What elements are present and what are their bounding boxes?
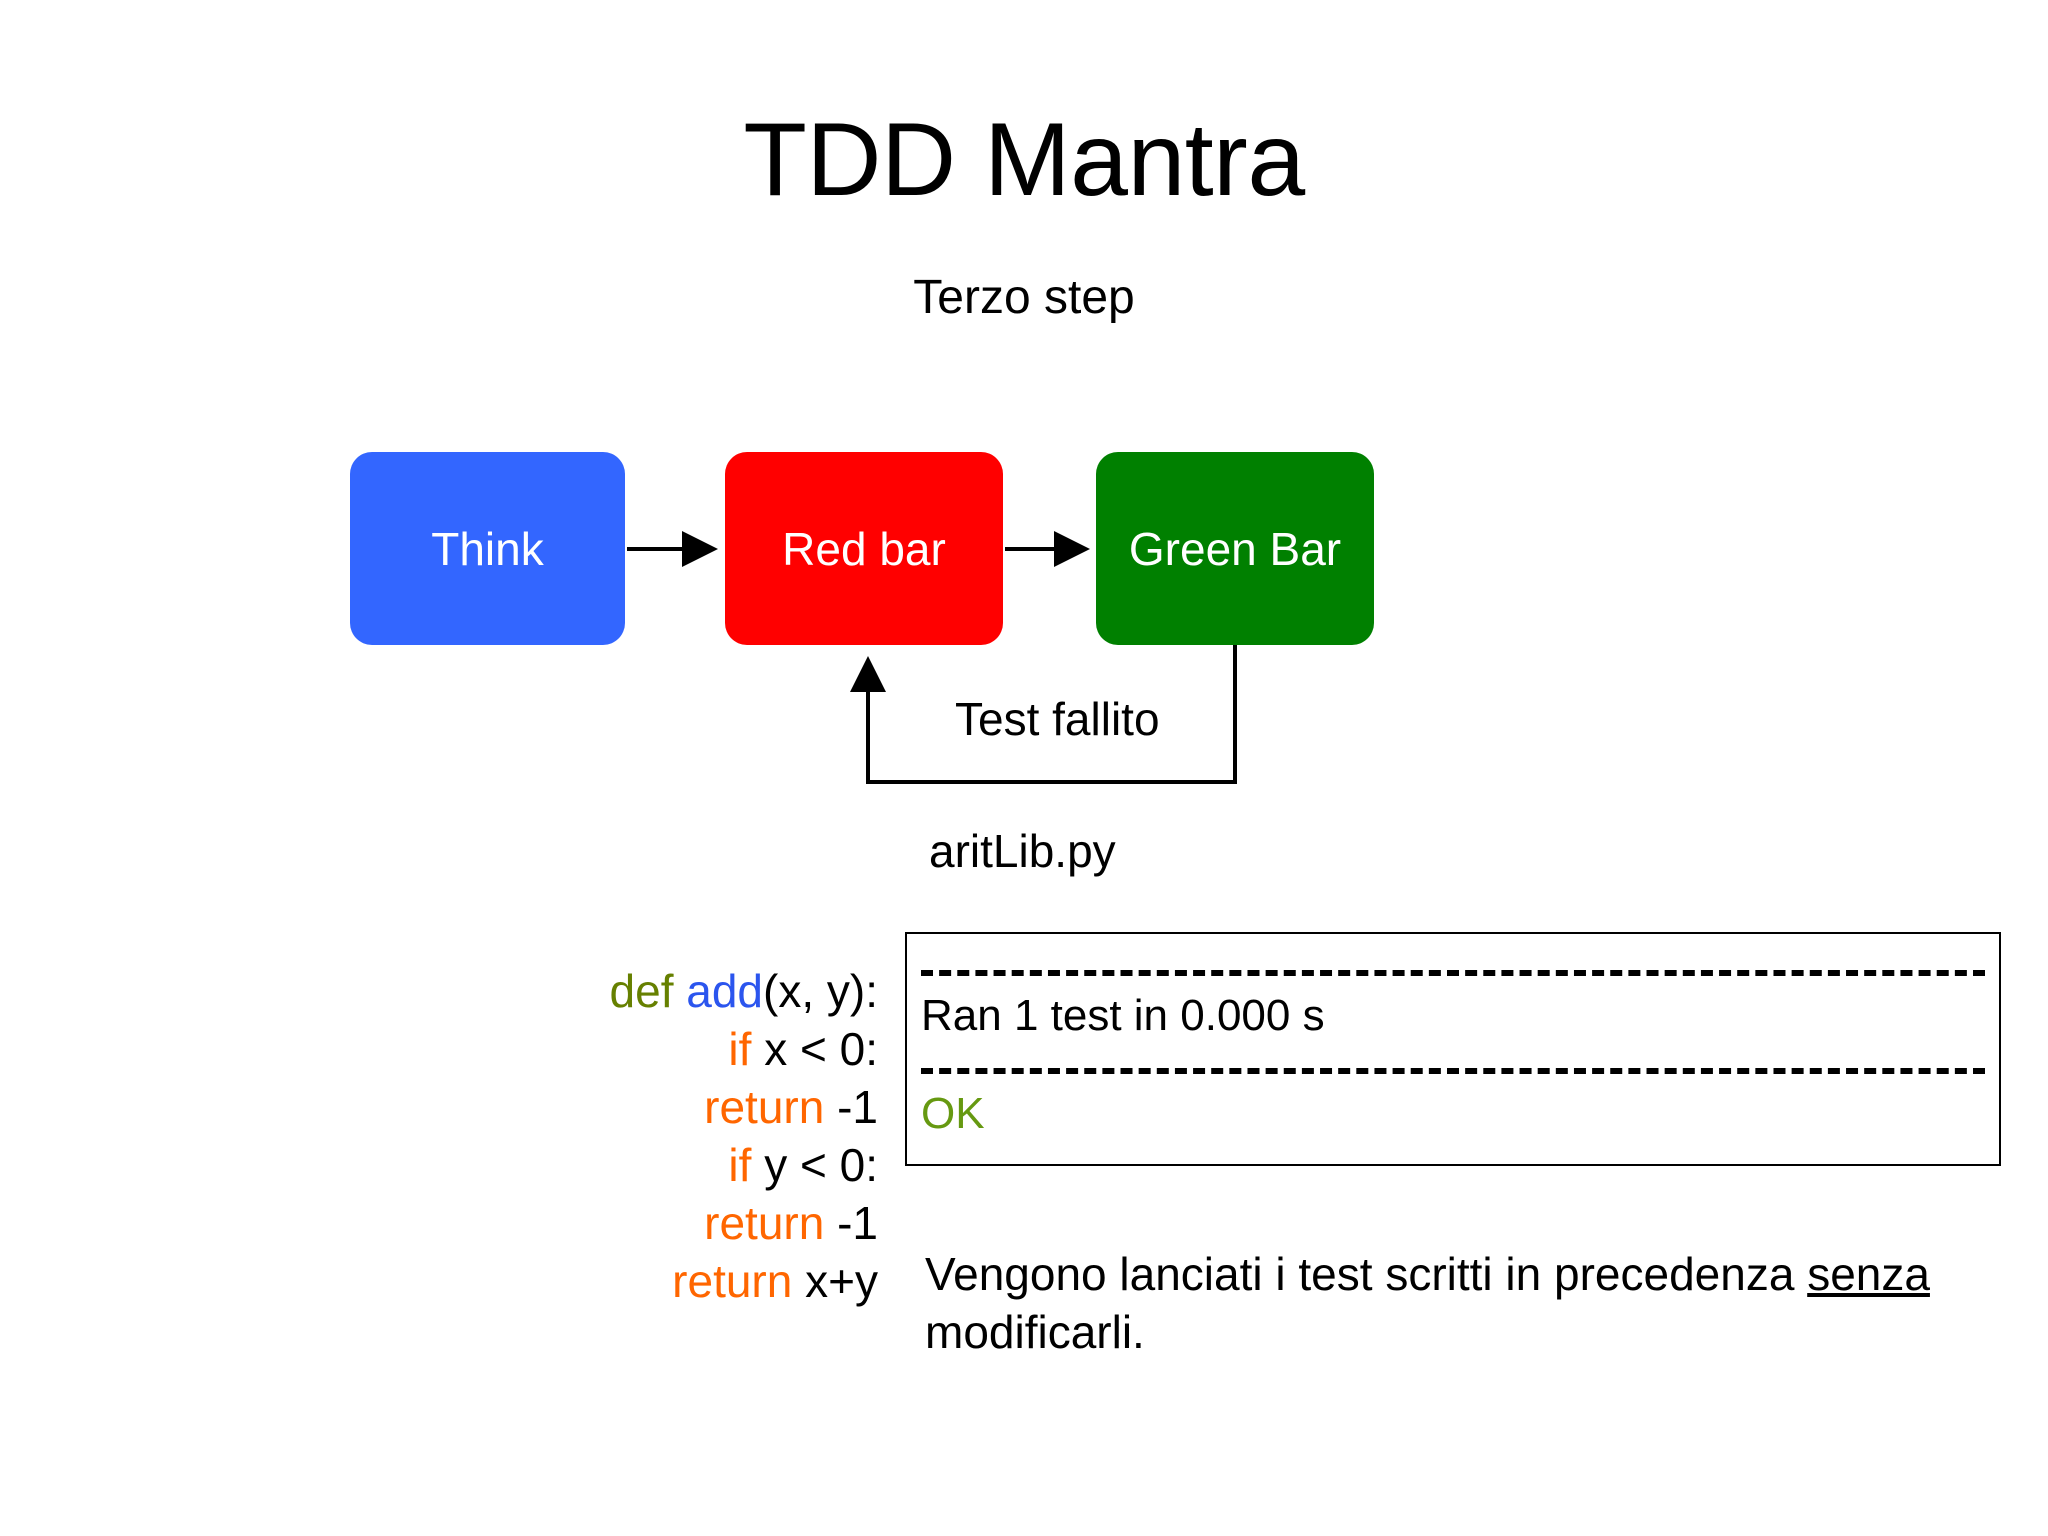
flow-node-green-bar[interactable]: Green Bar (1096, 452, 1374, 645)
edge-label-test-fallito: Test fallito (955, 693, 1160, 745)
source-filename-label: aritLib.py (929, 825, 1116, 877)
code-token: add (686, 965, 764, 1017)
code-token: x+y (805, 1255, 878, 1307)
code-line: if y < 0: (318, 1136, 878, 1194)
code-token: if (728, 1139, 765, 1191)
page-subtitle: Terzo step (913, 271, 1135, 324)
flow-node-think[interactable]: Think (350, 452, 625, 645)
console-summary-line: Ran 1 test in 0.000 s (921, 991, 1325, 1040)
flow-node-think-label: Think (431, 522, 544, 575)
code-token: y < 0: (764, 1139, 878, 1191)
page-title: TDD Mantra (743, 102, 1305, 218)
caption-underlined-senza: senza (1807, 1248, 1930, 1300)
flow-node-red-bar-label: Red bar (782, 522, 946, 575)
console-status-ok: OK (921, 1089, 985, 1138)
code-token: return (704, 1081, 838, 1133)
caption-before: Vengono lanciati i test scritti in prece… (925, 1248, 1808, 1300)
code-token: return (672, 1255, 806, 1307)
code-token: if (728, 1023, 765, 1075)
flow-node-green-bar-label: Green Bar (1128, 522, 1342, 575)
code-line: def add(x, y): (318, 962, 878, 1020)
flow-node-red-bar[interactable]: Red bar (725, 452, 1003, 645)
code-token: -1 (837, 1081, 878, 1133)
code-line: return -1 (318, 1078, 878, 1136)
code-token: -1 (837, 1197, 878, 1249)
test-output-panel: Ran 1 test in 0.000 s OK (905, 932, 2001, 1166)
console-rule-top (921, 970, 1985, 976)
code-line: return x+y (318, 1252, 878, 1310)
code-token: def (609, 965, 687, 1017)
code-token: return (704, 1197, 838, 1249)
code-token: x < 0: (764, 1023, 878, 1075)
code-token: (x, y): (763, 965, 878, 1017)
caption-text: Vengono lanciati i test scritti in prece… (925, 1245, 1955, 1361)
console-rule-bottom (921, 1068, 1985, 1074)
code-line: return -1 (318, 1194, 878, 1252)
code-line: if x < 0: (318, 1020, 878, 1078)
caption-after: modificarli. (925, 1306, 1145, 1358)
